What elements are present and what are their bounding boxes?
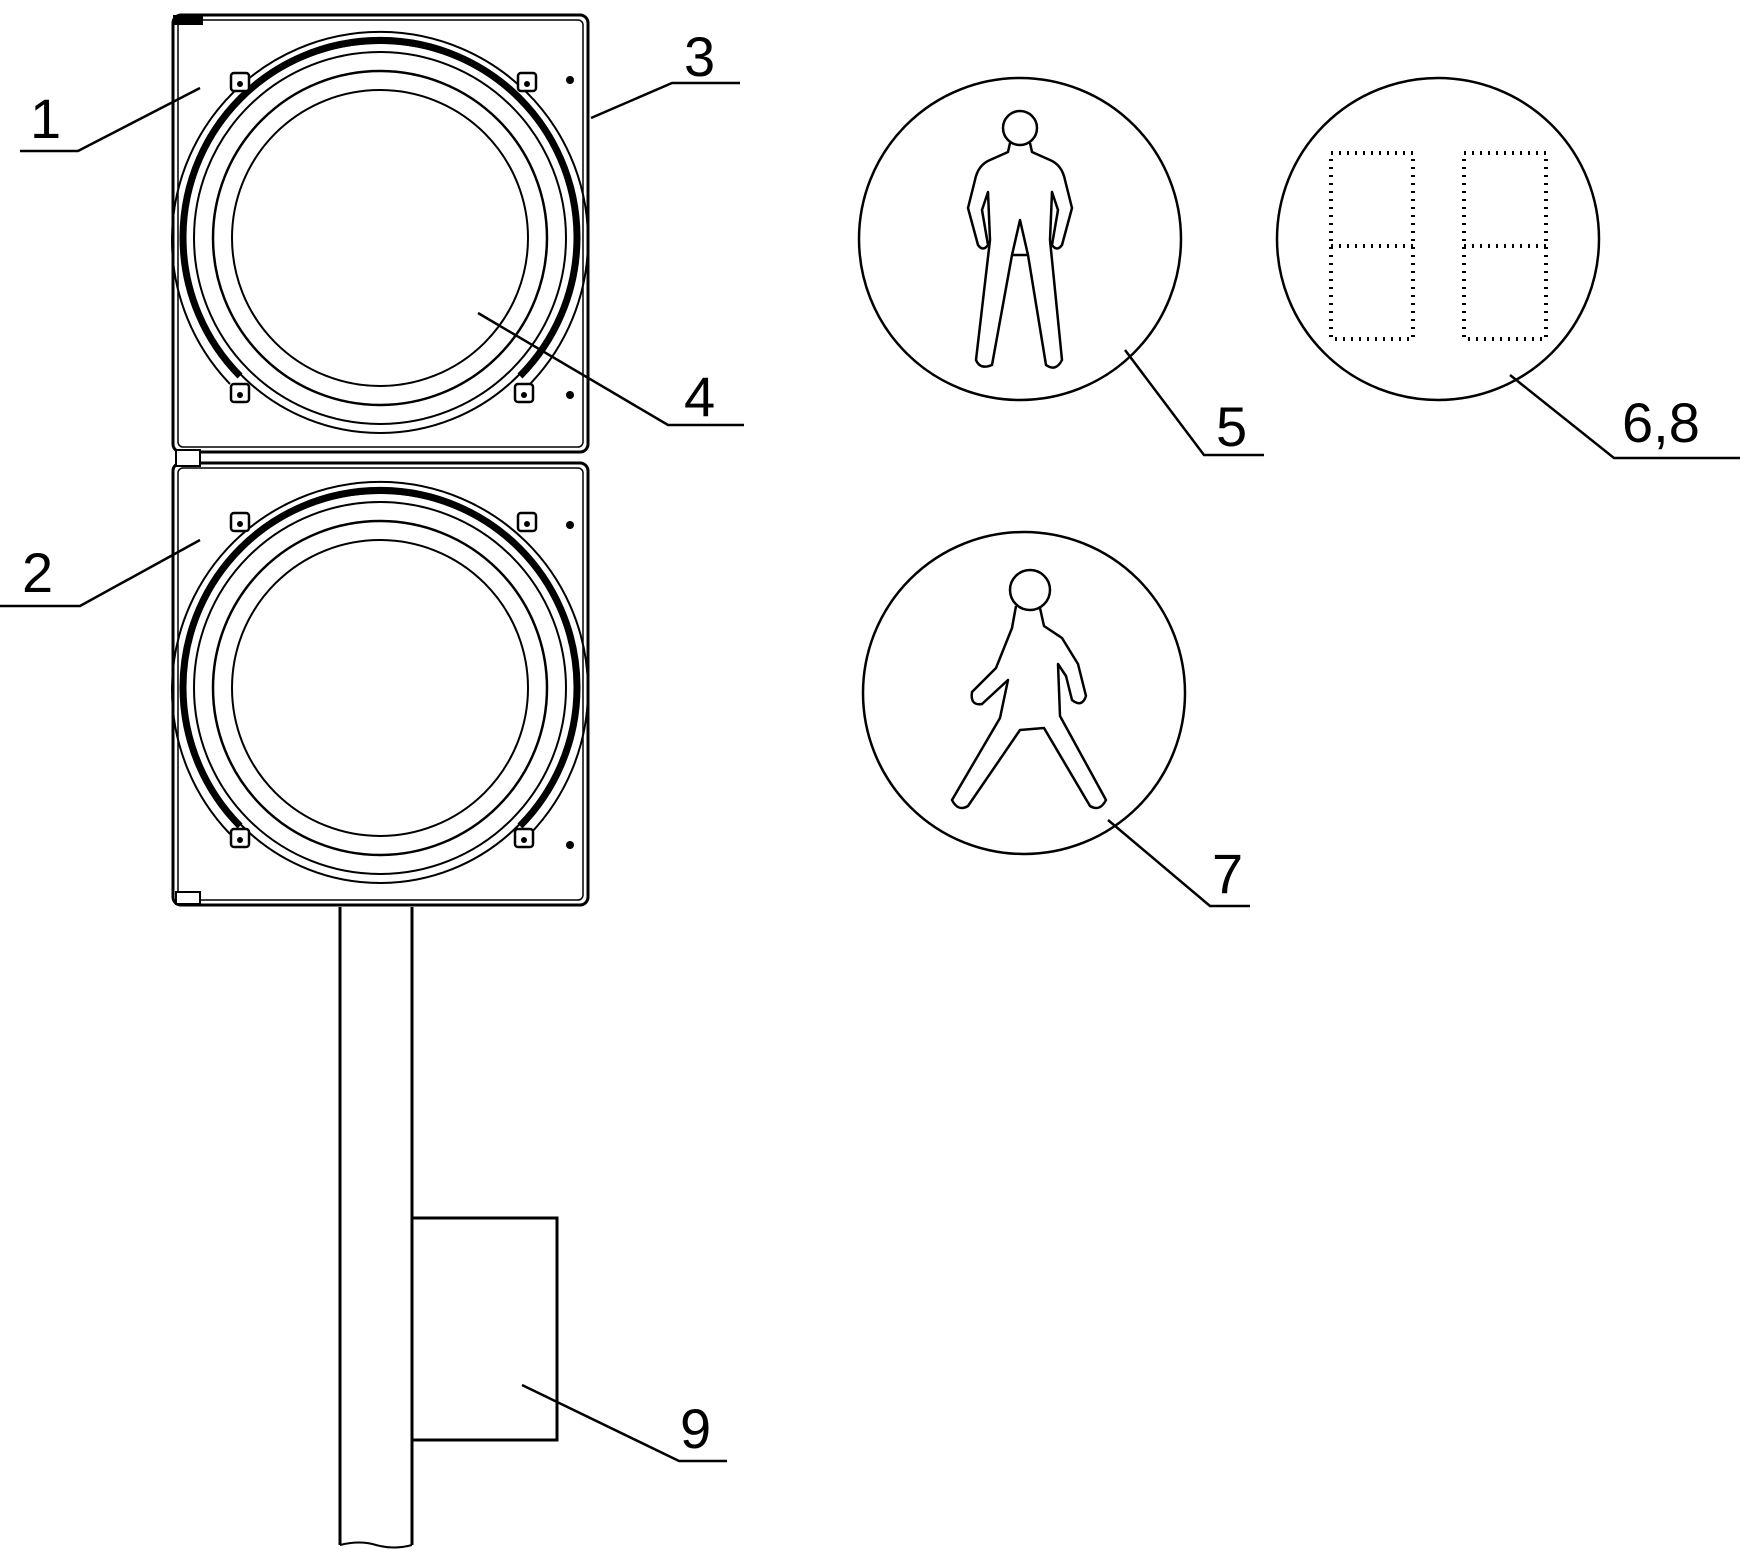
seven-segment-digit-right (1462, 151, 1548, 341)
lower-lens (231, 539, 529, 837)
callout-3: 3 (684, 25, 715, 88)
callout-5: 5 (1216, 395, 1247, 458)
upper-lens (231, 89, 529, 387)
leader-1 (20, 86, 201, 153)
leader-5 (1124, 349, 1264, 457)
walking-pedestrian-icon (950, 568, 1108, 810)
leader-4 (477, 311, 744, 427)
leader-2 (0, 538, 201, 608)
pole (338, 907, 414, 1549)
control-box (410, 1216, 559, 1442)
callout-9: 9 (680, 1397, 711, 1460)
leader-3 (590, 81, 740, 120)
lens-countdown-display (1275, 76, 1601, 402)
lower-signal-module (172, 449, 588, 907)
callout-2: 2 (22, 541, 53, 604)
lens-standing-pedestrian (857, 76, 1183, 402)
leader-68 (1509, 374, 1740, 460)
leader-7 (1107, 819, 1250, 908)
callout-68: 6,8 (1622, 391, 1700, 454)
leader-9 (521, 1383, 727, 1463)
seven-segment-digit-left (1329, 151, 1415, 341)
callout-4: 4 (684, 365, 715, 428)
upper-signal-module (172, 13, 588, 454)
lens-walking-pedestrian (861, 530, 1187, 856)
callout-7: 7 (1212, 842, 1243, 905)
callout-1: 1 (30, 87, 61, 150)
standing-pedestrian-icon (966, 109, 1074, 369)
leader-lines (0, 81, 1740, 1463)
